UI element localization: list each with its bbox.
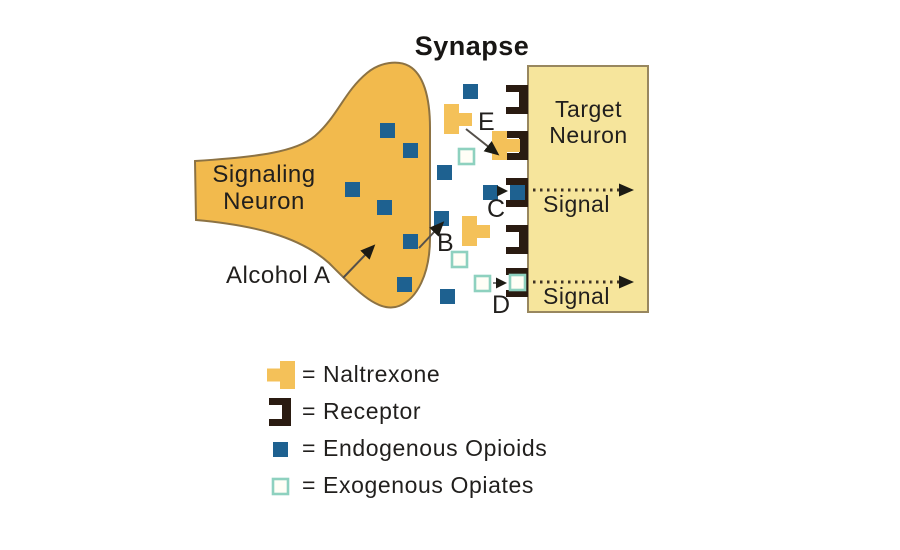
b-arrow [418, 221, 445, 249]
legend: = Naltrexone = Receptor = Endogenous Opi… [264, 360, 547, 508]
exogenous-opiate-square [450, 250, 469, 269]
endogenous-opioid-icon [264, 434, 302, 464]
signal-label-bottom: Signal [543, 283, 610, 309]
endogenous-opioid-square [434, 211, 449, 226]
naltrexone-icon [264, 360, 302, 390]
naltrexone-molecule [462, 216, 490, 246]
legend-row-receptor: = Receptor [264, 397, 547, 426]
c-label: C [487, 195, 506, 223]
endogenous-opioid-square [437, 165, 452, 180]
bound-opiate-square [508, 273, 527, 292]
alcohol-arrow [342, 244, 376, 279]
endogenous-opioid-square [380, 123, 395, 138]
exogenous-opiate-square [457, 147, 476, 166]
receptor [506, 131, 528, 160]
endogenous-opioid-square [483, 185, 498, 200]
legend-label: = Endogenous Opioids [302, 435, 548, 461]
legend-label: = Naltrexone [302, 361, 441, 387]
alcohol-a-label: Alcohol A [226, 262, 331, 289]
bound-naltrexone-tab [507, 139, 520, 152]
endogenous-opioid-square [403, 234, 418, 249]
diagram-title: Synapse [414, 31, 530, 61]
naltrexone-molecule [444, 104, 472, 134]
endogenous-opioid-square [397, 277, 412, 292]
endogenous-opioid-square [345, 182, 360, 197]
endogenous-opioid-square [377, 200, 392, 215]
exogenous-opiate-square [473, 274, 492, 293]
legend-row-naltrexone: = Naltrexone [264, 360, 547, 389]
signal-label-top: Signal [543, 191, 610, 217]
exogenous-opiate-icon [264, 471, 302, 501]
legend-row-endogenous-opioids: = Endogenous Opioids [264, 434, 547, 463]
signaling-neuron-label: Signaling Neuron [212, 161, 316, 215]
e-arrow [465, 128, 500, 156]
receptor [506, 85, 528, 114]
target-neuron-label: Target Neuron [549, 96, 628, 148]
d-label: D [492, 291, 511, 319]
legend-label: = Receptor [302, 398, 422, 424]
bound-opioid-square [510, 185, 525, 200]
endogenous-opioid-square [440, 289, 455, 304]
legend-label: = Exogenous Opiates [302, 472, 534, 498]
endogenous-opioid-square [403, 143, 418, 158]
receptor [506, 225, 528, 254]
e-label: E [478, 108, 495, 136]
b-label: B [437, 229, 454, 257]
receptor-icon [264, 397, 302, 427]
endogenous-opioid-square [463, 84, 478, 99]
legend-row-exogenous-opiates: = Exogenous Opiates [264, 471, 547, 500]
